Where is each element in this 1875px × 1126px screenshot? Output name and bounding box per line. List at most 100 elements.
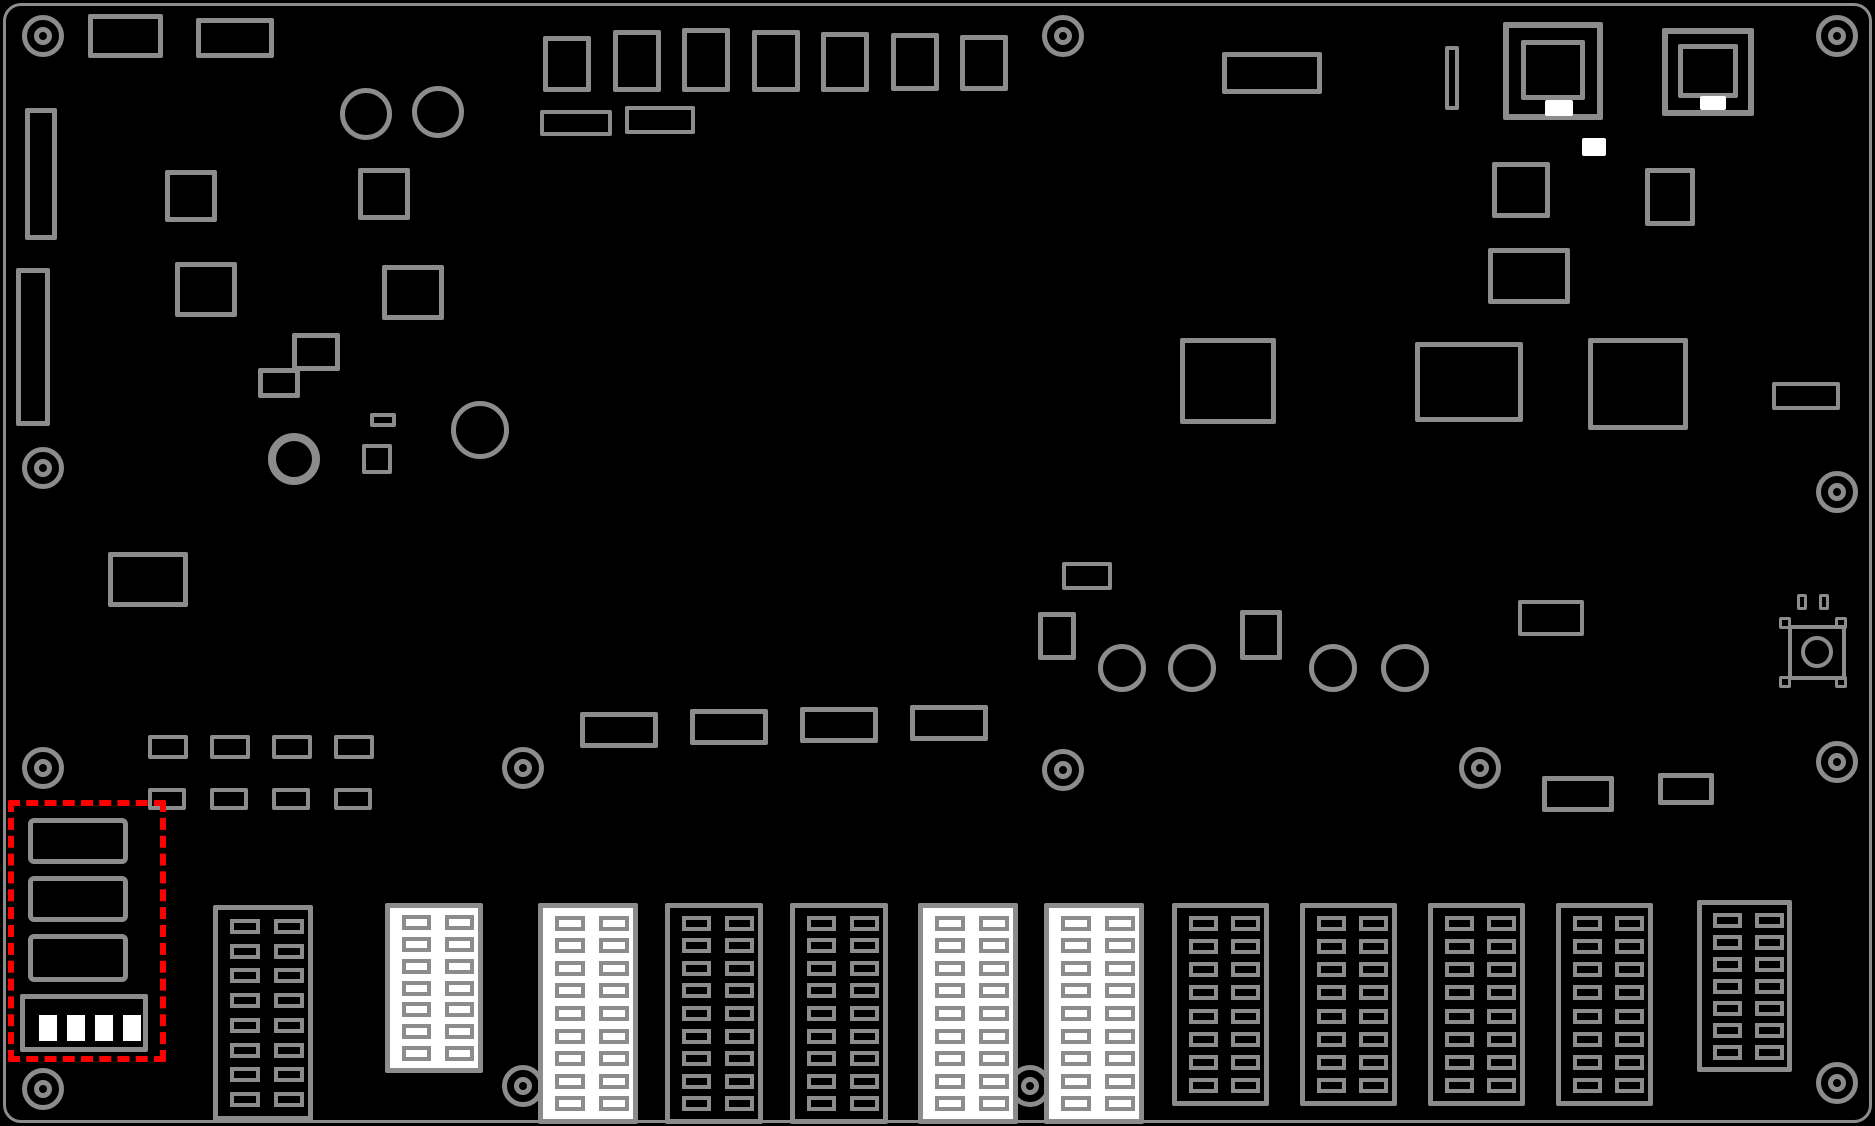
ic-footprint	[165, 170, 217, 222]
header-pin	[807, 916, 836, 931]
header-pin	[935, 916, 965, 931]
tactile-switch-body	[1788, 625, 1846, 680]
header-pin	[1061, 938, 1091, 953]
header-pin	[1105, 961, 1135, 976]
header-pin	[555, 916, 585, 931]
bottom-pin-header-11	[1556, 903, 1653, 1106]
mounting-hole	[1459, 747, 1501, 789]
header-pin	[555, 1051, 585, 1066]
header-pin	[850, 983, 879, 998]
header-pin	[230, 1043, 260, 1058]
header-pin	[1487, 1055, 1516, 1070]
mounting-hole	[1042, 749, 1084, 791]
header-pin	[682, 1006, 711, 1021]
header-pin	[599, 1074, 629, 1089]
smd-component	[910, 705, 988, 741]
switch-pad	[1779, 617, 1791, 629]
capacitor-footprint	[1168, 644, 1216, 692]
header-pin	[1359, 985, 1388, 1000]
header-pin	[1231, 1078, 1260, 1093]
header-pin	[1231, 939, 1260, 954]
mounting-hole-inner	[1021, 1077, 1039, 1095]
header-pin	[274, 1092, 304, 1107]
bottom-pin-header-8	[1172, 903, 1269, 1106]
header-pin	[230, 968, 260, 983]
smd-component	[210, 788, 248, 810]
header-pin	[1189, 916, 1218, 931]
ic-footprint	[1222, 52, 1322, 94]
header-pin	[67, 1015, 85, 1041]
smd-component	[148, 788, 186, 810]
bottom-pin-header-2	[385, 903, 483, 1073]
header-pin	[807, 983, 836, 998]
header-pin	[1317, 916, 1346, 931]
mounting-hole	[22, 15, 64, 57]
header-pin	[1487, 1032, 1516, 1047]
mounting-hole-inner	[1471, 759, 1489, 777]
connector-outer	[1662, 28, 1754, 116]
header-pin	[979, 1074, 1009, 1089]
switch-pad	[1779, 676, 1791, 688]
header-pin	[1713, 1023, 1742, 1038]
header-pin	[935, 1006, 965, 1021]
header-pin	[1231, 1032, 1260, 1047]
header-pin	[1231, 1055, 1260, 1070]
header-pin	[1573, 1009, 1602, 1024]
io-connector	[28, 934, 128, 982]
header-pin	[1317, 939, 1346, 954]
header-pin	[123, 1015, 141, 1041]
header-pin	[1573, 1078, 1602, 1093]
header-pin	[599, 916, 629, 931]
mounting-hole-inner	[34, 27, 52, 45]
mounting-hole-inner	[34, 759, 52, 777]
header-pin	[1755, 1045, 1784, 1060]
bottom-pin-header-9	[1300, 903, 1397, 1106]
header-pin	[807, 1096, 836, 1111]
ic-footprint	[108, 552, 188, 607]
header-pin	[1713, 935, 1742, 950]
header-pin	[725, 1096, 754, 1111]
header-pin	[402, 1024, 431, 1039]
mounting-hole	[502, 747, 544, 789]
bottom-pin-header-12	[1697, 900, 1792, 1072]
header-pin	[1061, 1074, 1091, 1089]
header-pin	[555, 1074, 585, 1089]
header-pin	[682, 1096, 711, 1111]
header-pin	[935, 1074, 965, 1089]
header-pin	[1755, 979, 1784, 994]
header-pin	[682, 916, 711, 931]
header-pin	[402, 937, 431, 952]
switch-pad	[1835, 617, 1847, 629]
header-pin	[1317, 1032, 1346, 1047]
header-pin	[230, 944, 260, 959]
ic-footprint	[292, 333, 340, 371]
connector-outer	[1503, 22, 1603, 120]
header-pin	[1105, 1096, 1135, 1111]
header-pin	[979, 961, 1009, 976]
header-pin	[445, 1024, 474, 1039]
capacitor-footprint	[340, 88, 392, 140]
header-pin	[1061, 1006, 1091, 1021]
header-pin	[1755, 913, 1784, 928]
header-pin	[555, 938, 585, 953]
header-pin	[1061, 1051, 1091, 1066]
header-pin	[979, 983, 1009, 998]
header-pin	[850, 938, 879, 953]
smd-component	[690, 709, 768, 745]
header-pin	[1573, 939, 1602, 954]
header-pin	[1231, 985, 1260, 1000]
header-pin	[555, 1006, 585, 1021]
header-pin	[1105, 938, 1135, 953]
ic-footprint	[960, 35, 1008, 91]
smd-component	[334, 735, 374, 759]
header-pin	[1487, 916, 1516, 931]
header-pin	[1487, 1078, 1516, 1093]
ic-footprint	[382, 265, 444, 320]
header-pin	[599, 983, 629, 998]
mounting-hole-inner	[1828, 753, 1846, 771]
header-pin	[1755, 1001, 1784, 1016]
ic-footprint	[88, 14, 163, 58]
header-pin	[807, 961, 836, 976]
header-pin	[1615, 985, 1644, 1000]
